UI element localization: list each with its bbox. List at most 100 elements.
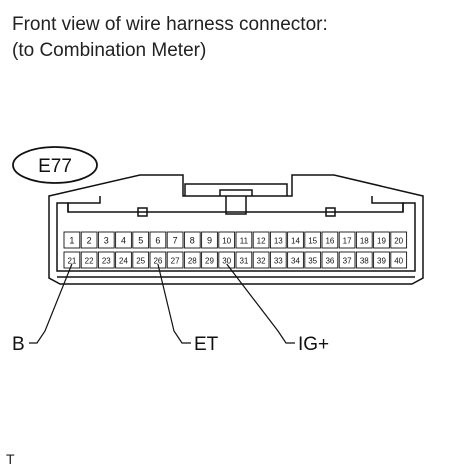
connector-right-recess xyxy=(371,196,404,212)
pin-cavity-10 xyxy=(218,231,236,249)
connector-left-notch xyxy=(137,207,148,217)
pin-cavity-13 xyxy=(269,231,287,249)
pin-cavity-31 xyxy=(235,251,253,269)
pin-cavity-35 xyxy=(304,251,322,269)
pin-number-37: 37 xyxy=(343,257,352,266)
pin-number-9: 9 xyxy=(207,236,212,246)
pin-cavity-3 xyxy=(97,231,115,249)
pin-cavity-29 xyxy=(201,251,218,269)
pin-number-24: 24 xyxy=(119,257,128,266)
pin-cavity-15 xyxy=(304,231,322,249)
pin-cavity-40 xyxy=(390,251,408,269)
pin-cavity-37 xyxy=(338,251,356,269)
pin-number-40: 40 xyxy=(394,257,403,266)
pin-number-17: 17 xyxy=(343,237,352,246)
pin-number-2: 2 xyxy=(87,236,92,246)
pin-number-32: 32 xyxy=(257,257,266,266)
callout-leader-et xyxy=(157,263,191,344)
pin-number-19: 19 xyxy=(377,237,386,246)
pin-cavity-2 xyxy=(80,231,98,249)
pin-cavity-28 xyxy=(183,251,201,269)
pin-cavity-27 xyxy=(166,251,184,269)
pin-number-26: 26 xyxy=(153,257,162,266)
pin-cavity-18 xyxy=(355,231,373,249)
connector-id-label: E77 xyxy=(38,156,72,177)
pin-number-27: 27 xyxy=(171,257,180,266)
pin-number-4: 4 xyxy=(121,236,126,246)
pin-cavity-11 xyxy=(235,231,253,249)
pin-cavity-23 xyxy=(97,251,115,269)
pin-cavity-7 xyxy=(166,231,184,249)
pin-cavity-36 xyxy=(321,251,339,269)
connector-id-badge: E77 xyxy=(12,146,98,184)
pin-number-20: 20 xyxy=(394,237,403,246)
connector-id-ellipse xyxy=(12,146,98,184)
pin-number-23: 23 xyxy=(102,257,111,266)
pin-cavity-12 xyxy=(252,231,270,249)
pin-cavity-20 xyxy=(390,231,408,249)
connector-latch-tab xyxy=(219,189,253,196)
pin-cavity-17 xyxy=(338,231,356,249)
corner-mark: T xyxy=(6,451,15,467)
pin-number-30: 30 xyxy=(222,257,231,266)
callout-leader-b xyxy=(29,263,73,344)
pin-cavity-32 xyxy=(252,251,270,269)
connector-latch-housing xyxy=(184,183,288,196)
pin-cavity-19 xyxy=(373,231,390,249)
pin-number-36: 36 xyxy=(325,257,334,266)
pin-cavity-33 xyxy=(269,251,287,269)
pin-number-12: 12 xyxy=(257,237,266,246)
pin-cavity-14 xyxy=(287,231,304,249)
pin-number-38: 38 xyxy=(360,257,369,266)
pin-cavity-16 xyxy=(321,231,339,249)
pin-number-16: 16 xyxy=(325,237,334,246)
pin-number-18: 18 xyxy=(360,237,369,246)
connector-latch-key xyxy=(225,196,247,215)
pin-cavity-39 xyxy=(373,251,390,269)
pin-cavity-21 xyxy=(63,251,81,269)
callout-label-b: B xyxy=(12,334,25,355)
pin-number-11: 11 xyxy=(240,237,249,246)
pin-number-25: 25 xyxy=(136,257,145,266)
pin-number-31: 31 xyxy=(239,257,248,266)
pin-number-1: 1 xyxy=(69,236,74,246)
pin-number-33: 33 xyxy=(274,257,283,266)
connector-left-recess xyxy=(67,196,101,212)
pin-number-28: 28 xyxy=(188,257,197,266)
pin-cavity-5 xyxy=(132,231,150,249)
pin-cavity-34 xyxy=(287,251,304,269)
callout-leaders xyxy=(29,263,295,344)
pin-cavity-22 xyxy=(80,251,98,269)
pin-cavity-26 xyxy=(149,251,167,269)
pin-number-10: 10 xyxy=(222,237,231,246)
callout-label-ig-plus: IG+ xyxy=(298,334,329,355)
pin-number-39: 39 xyxy=(377,257,386,266)
diagram-title-line-2: (to Combination Meter) xyxy=(12,40,207,61)
pin-number-14: 14 xyxy=(291,237,300,246)
pin-number-6: 6 xyxy=(155,236,160,246)
pin-number-3: 3 xyxy=(104,236,109,246)
pin-cavity-25 xyxy=(132,251,150,269)
pin-cavity-30 xyxy=(218,251,236,269)
pin-number-21: 21 xyxy=(67,257,76,266)
pin-cavity-8 xyxy=(183,231,201,249)
pin-cavity-38 xyxy=(355,251,373,269)
pin-number-15: 15 xyxy=(308,237,317,246)
pin-number-13: 13 xyxy=(274,237,283,246)
pin-cavity-4 xyxy=(115,231,132,249)
pin-number-34: 34 xyxy=(291,257,300,266)
pin-number-29: 29 xyxy=(205,257,214,266)
pin-number-5: 5 xyxy=(138,236,143,246)
callout-label-et: ET xyxy=(194,334,219,355)
pin-number-8: 8 xyxy=(190,236,195,246)
pin-number-22: 22 xyxy=(85,257,94,266)
pin-number-7: 7 xyxy=(173,236,178,246)
pin-cavity-9 xyxy=(201,231,218,249)
pin-cavity-1 xyxy=(63,231,81,249)
pin-cavity-24 xyxy=(115,251,132,269)
callout-leader-ig-plus xyxy=(226,263,295,344)
connector-right-notch xyxy=(325,207,336,217)
diagram-title-line-1: Front view of wire harness connector: xyxy=(12,14,328,35)
